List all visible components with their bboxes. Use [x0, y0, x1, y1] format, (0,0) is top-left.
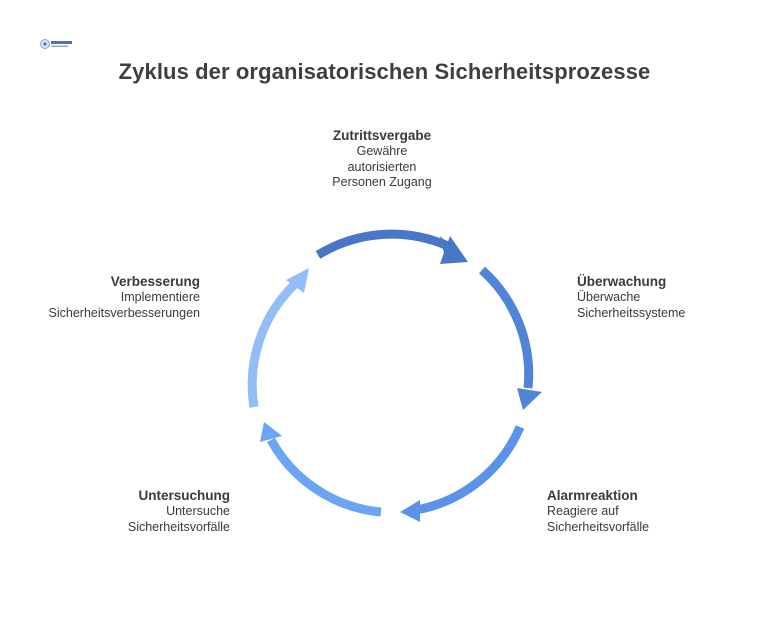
step-desc-line: Implementiere — [120, 290, 200, 304]
cycle-arrow-4 — [260, 422, 382, 517]
diagram-title: Zyklus der organisatorischen Sicherheits… — [118, 59, 651, 84]
step-desc-line: autorisierten — [347, 159, 417, 174]
step-title: Verbesserung — [110, 274, 200, 289]
cycle-arrow-1 — [315, 229, 468, 264]
step-desc-line: Sicherheitsvorfälle — [127, 519, 230, 534]
step-desc-line: Personen Zugang — [332, 175, 432, 189]
step-desc-line: Gewähre — [356, 144, 408, 158]
step-title: Untersuchung — [138, 488, 230, 503]
step-label-alarmreaktion: Alarmreaktion Reagiere auf Sicherheitsvo… — [547, 487, 717, 535]
step-title: Alarmreaktion — [547, 488, 638, 503]
step-title: Zutrittsvergabe — [332, 128, 432, 143]
company-logo — [40, 39, 72, 49]
step-label-ueberwachung: Überwachung Überwache Sicherheitssysteme — [577, 273, 747, 321]
step-desc-line: Reagiere auf — [547, 504, 619, 518]
step-desc-line: Sicherheitssysteme — [577, 305, 686, 320]
step-label-verbesserung: Verbesserung Implementiere Sicherheitsve… — [20, 273, 200, 321]
step-title: Überwachung — [577, 274, 667, 289]
step-desc-line: Untersuche — [166, 504, 230, 518]
cycle-arrow-5 — [247, 268, 309, 408]
step-desc-line: Überwache — [577, 290, 641, 304]
cycle-arrow-2 — [478, 266, 542, 410]
cycle-arrow-3 — [400, 425, 525, 522]
step-desc-line: Sicherheitsvorfälle — [547, 519, 650, 534]
step-label-untersuchung: Untersuchung Untersuche Sicherheitsvorfä… — [60, 487, 230, 535]
step-label-zutrittsvergabe: Zutrittsvergabe Gewähre autorisierten Pe… — [312, 127, 452, 191]
step-desc-line: Sicherheitsverbesserungen — [48, 305, 200, 320]
